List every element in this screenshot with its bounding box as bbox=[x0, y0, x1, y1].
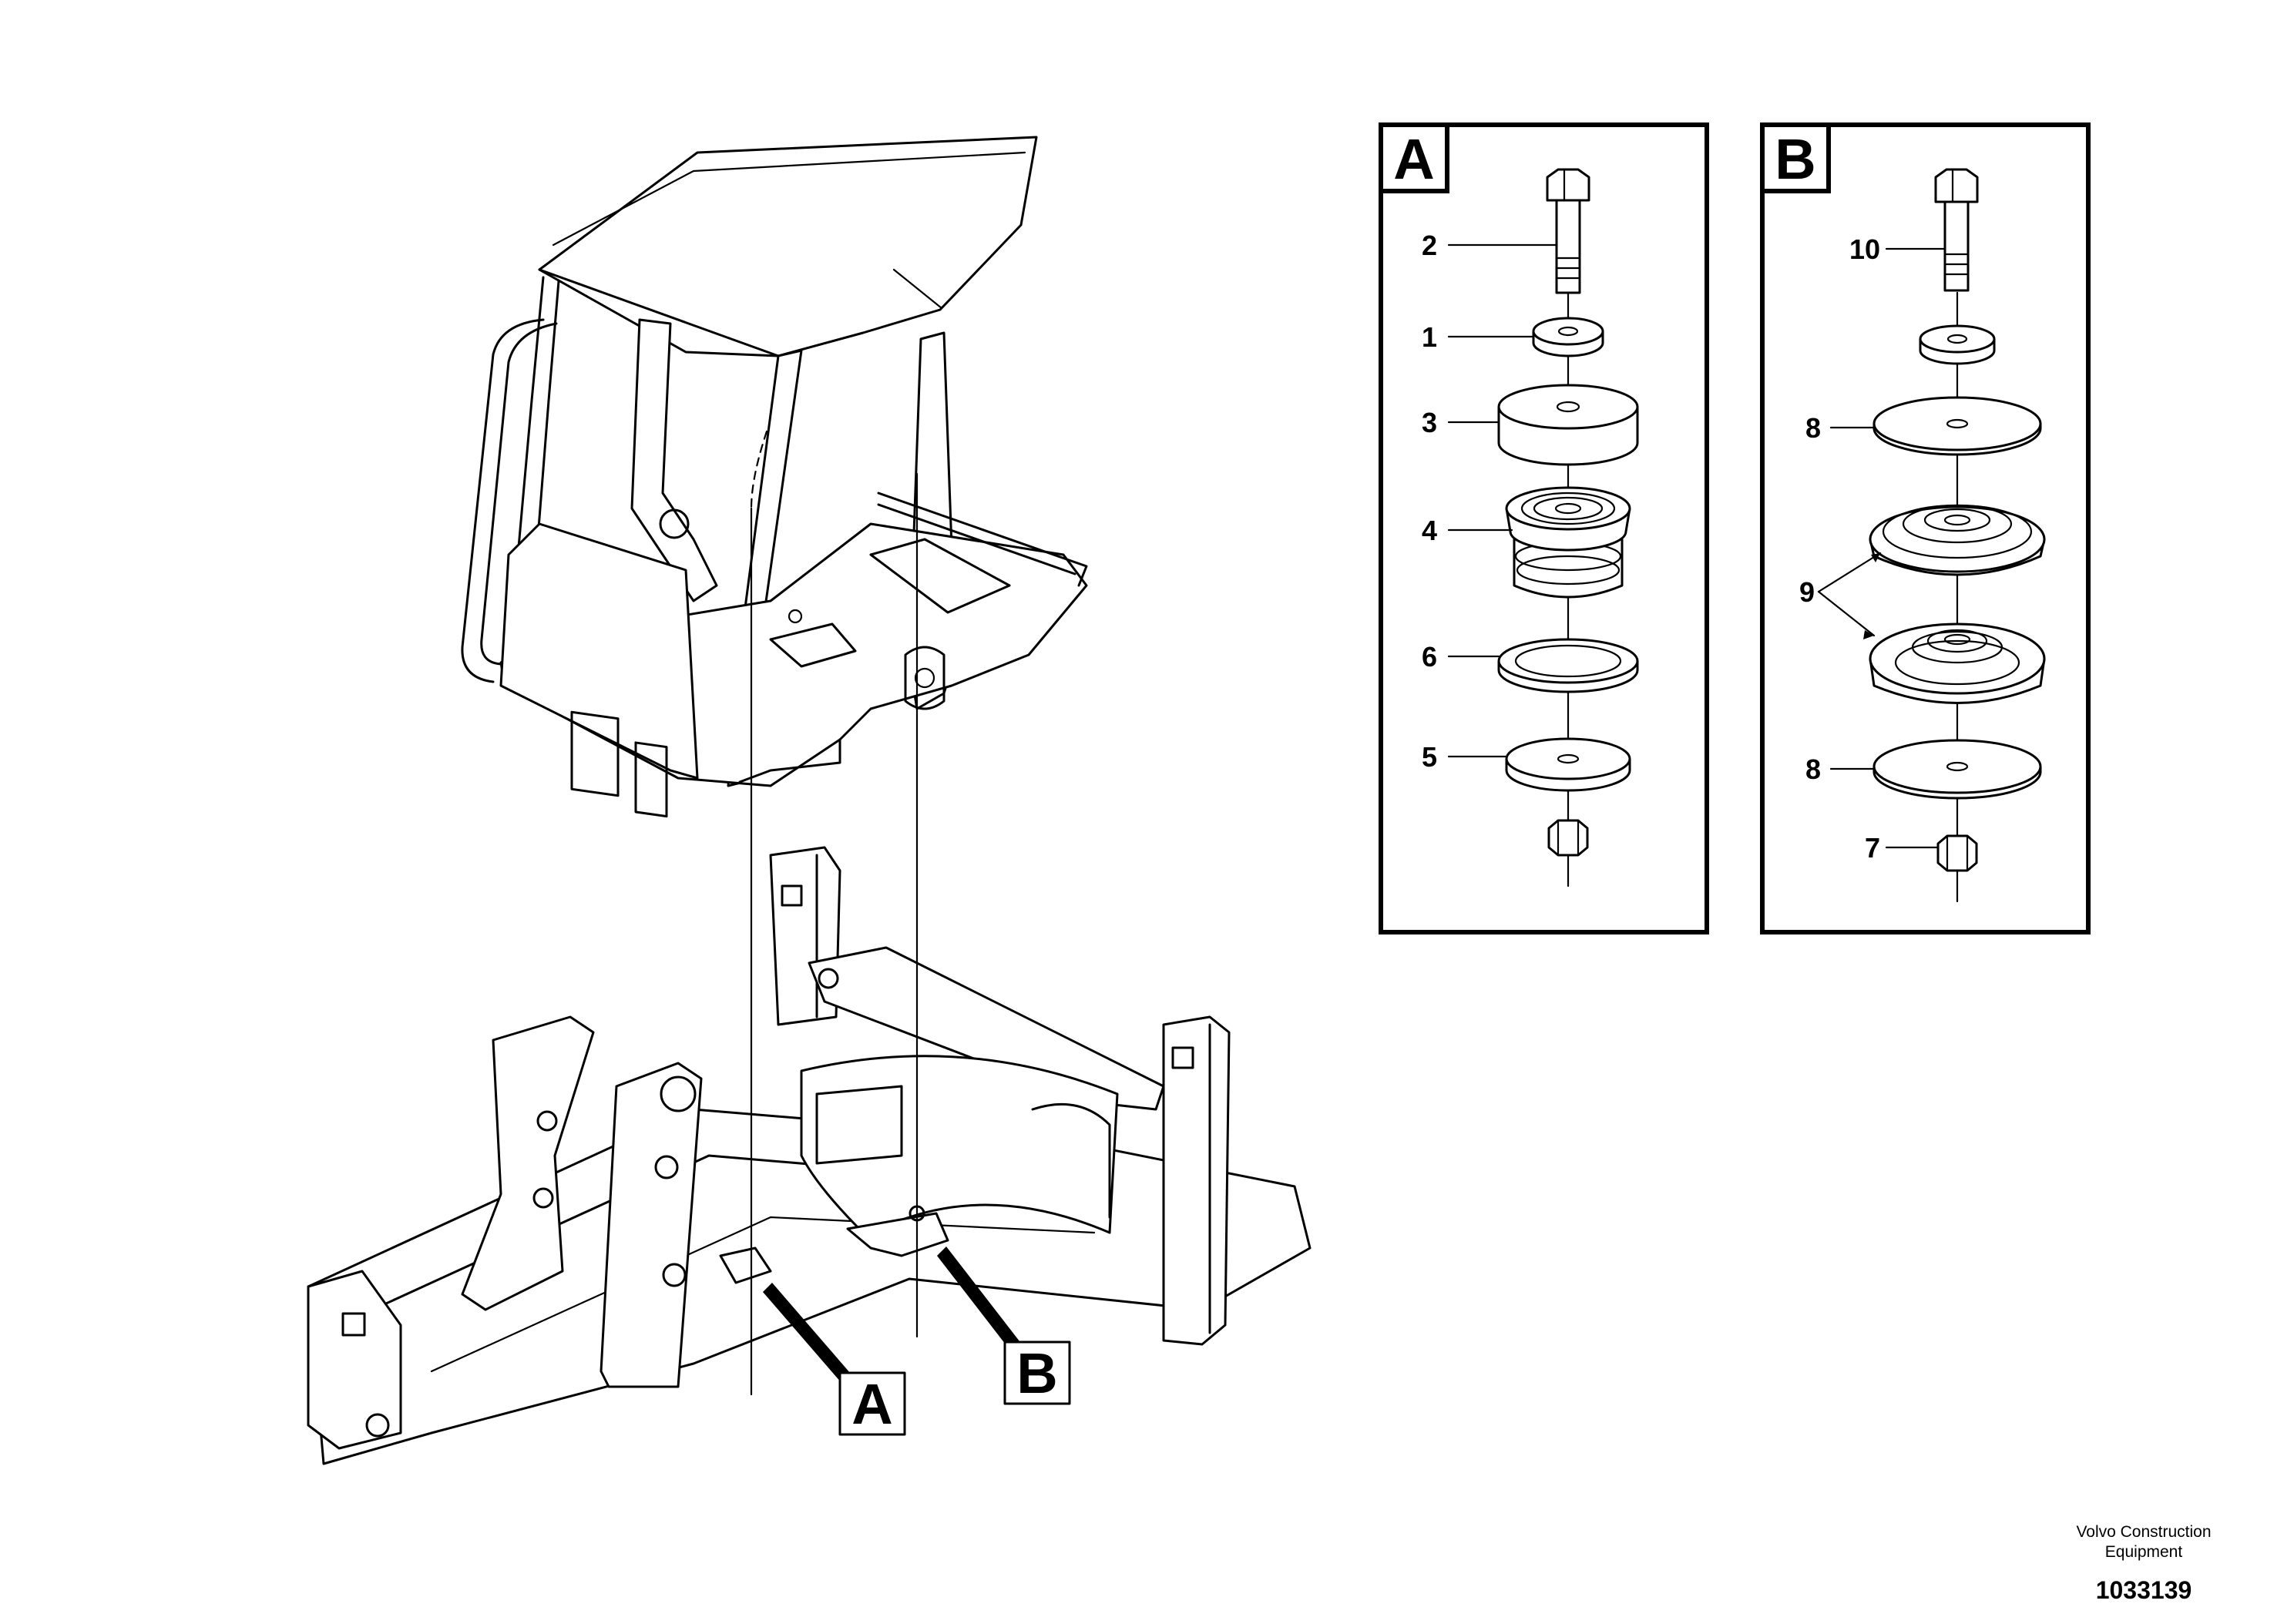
detail-box-A-tag bbox=[1379, 122, 1449, 193]
B-plate-upper bbox=[1872, 396, 2042, 456]
B-mount-upper bbox=[1869, 504, 2046, 576]
callout-B-box bbox=[1003, 1340, 1071, 1405]
B-washer bbox=[1919, 324, 1996, 365]
frame-cross-member bbox=[808, 946, 1165, 1111]
cab-side-panel bbox=[499, 522, 699, 780]
A-ring bbox=[1497, 638, 1639, 693]
A-nut bbox=[1547, 819, 1589, 857]
cab-mount-foot-right bbox=[904, 646, 945, 710]
callout-A-label: A bbox=[851, 1372, 892, 1436]
frame-left-bracket bbox=[461, 1015, 595, 1311]
B-label-8-lower: 8 bbox=[1805, 753, 1821, 785]
frame-illustration bbox=[307, 846, 1312, 1465]
alignment-lines bbox=[750, 430, 919, 1396]
callout-B-label: B bbox=[1016, 1341, 1057, 1405]
A-label-6: 6 bbox=[1422, 641, 1437, 673]
cab-illustration bbox=[461, 136, 1088, 818]
callout-A: A bbox=[763, 1283, 906, 1436]
callout-A-box bbox=[838, 1371, 906, 1436]
frame-center-bracket bbox=[600, 1062, 703, 1388]
mount-point-B bbox=[846, 1212, 949, 1257]
B-label-8-upper: 8 bbox=[1805, 412, 1821, 444]
mount-point-A bbox=[719, 1247, 772, 1284]
cab-handrail bbox=[461, 318, 545, 683]
B-label-7: 7 bbox=[1865, 832, 1880, 864]
detail-box-B-tag bbox=[1760, 122, 1831, 193]
A-bolt bbox=[1546, 168, 1590, 294]
B-label-10: 10 bbox=[1849, 233, 1880, 265]
A-label-3: 3 bbox=[1422, 407, 1437, 438]
callout-B: B bbox=[937, 1247, 1071, 1405]
company-line-1: Volvo Construction bbox=[2076, 1523, 2211, 1541]
A-label-1: 1 bbox=[1422, 321, 1437, 353]
cab-roof-edge bbox=[538, 268, 780, 357]
detail-box-B: B bbox=[1760, 122, 2091, 934]
cab-middle-post bbox=[630, 318, 718, 602]
B-nut bbox=[1936, 834, 1978, 872]
frame-rear-end bbox=[307, 1270, 402, 1450]
B-mount-lower bbox=[1869, 622, 2046, 704]
detail-box-A-label: A bbox=[1393, 127, 1434, 191]
B-plate-lower bbox=[1872, 739, 2042, 800]
A-washer bbox=[1532, 317, 1604, 357]
B-bolt bbox=[1934, 168, 1979, 292]
A-label-4: 4 bbox=[1422, 515, 1437, 546]
frame-front-upright bbox=[1162, 1015, 1231, 1346]
A-label-2: 2 bbox=[1422, 230, 1437, 261]
A-washer-lower bbox=[1505, 737, 1631, 792]
doc-number: 1033139 bbox=[2096, 1576, 2192, 1604]
detail-box-B-label: B bbox=[1775, 127, 1815, 191]
A-label-5: 5 bbox=[1422, 741, 1437, 773]
A-spacer bbox=[1497, 384, 1639, 466]
footer: Volvo Construction Equipment 1033139 bbox=[2076, 1523, 2211, 1604]
company-line-2: Equipment bbox=[2105, 1543, 2183, 1561]
B-label-9: 9 bbox=[1799, 576, 1815, 608]
detail-box-A: A bbox=[1379, 122, 1709, 934]
frame-center-arch bbox=[800, 1055, 1119, 1234]
A-rubber-mount bbox=[1505, 486, 1631, 599]
cab-roof bbox=[538, 136, 1038, 357]
